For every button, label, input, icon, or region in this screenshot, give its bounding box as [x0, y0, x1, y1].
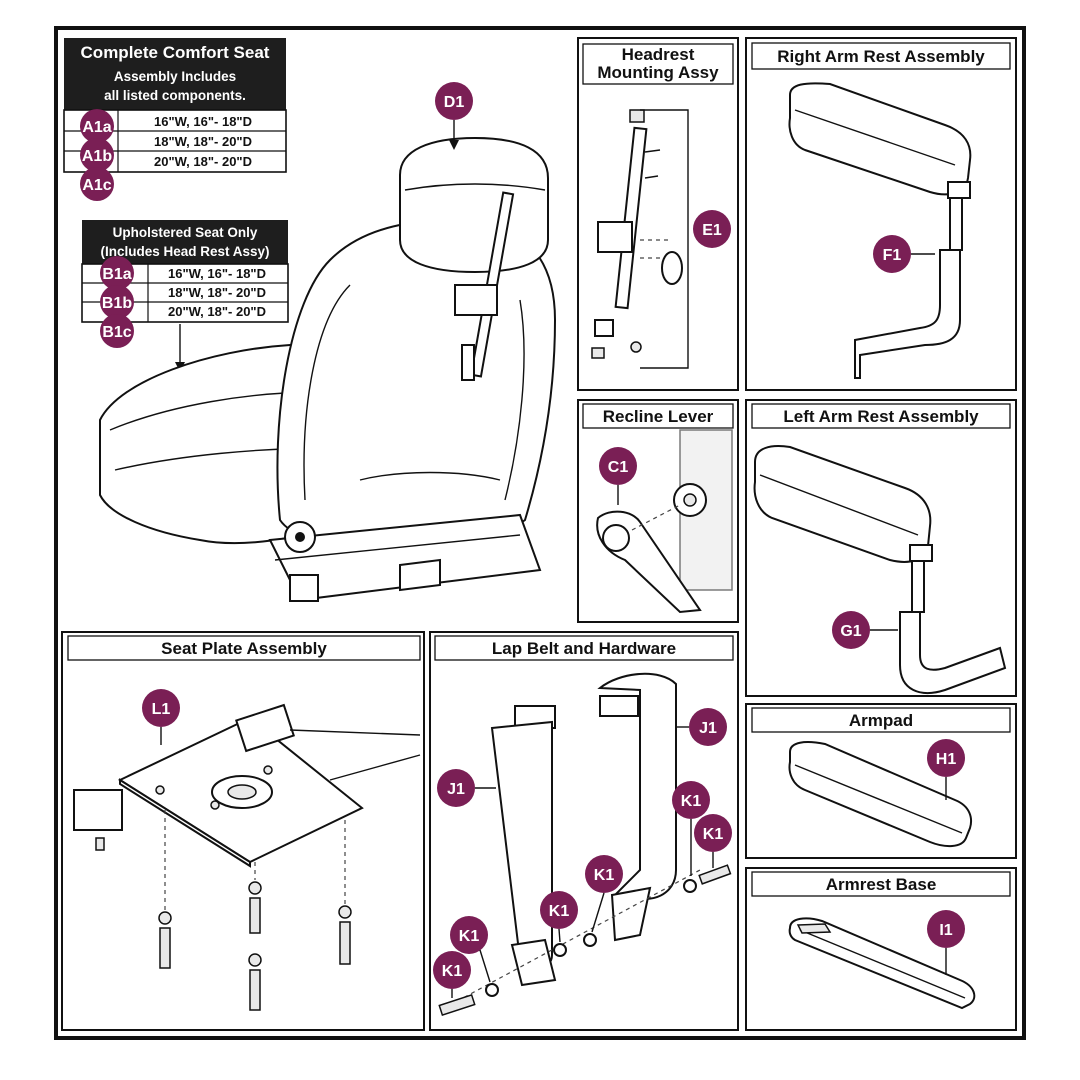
- complete-seat-size-a1b: 18"W, 18"- 20"D: [154, 134, 252, 149]
- callout-k1-4-label: K1: [549, 903, 570, 920]
- callout-k1-6: K1: [433, 951, 471, 998]
- seat-plate-title: Seat Plate Assembly: [161, 639, 327, 658]
- complete-seat-size-a1c: 20"W, 18"- 20"D: [154, 154, 252, 169]
- callout-l1: L1: [142, 689, 180, 745]
- callout-g1-label: G1: [840, 623, 861, 640]
- callout-h1: H1: [927, 739, 965, 800]
- panel-lap-belt: Lap Belt and Hardware: [429, 631, 739, 1031]
- complete-seat-subtitle-1: Assembly Includes: [114, 69, 236, 84]
- callout-d1: D1: [435, 82, 473, 150]
- upholstered-seat-title-1: Upholstered Seat Only: [113, 225, 258, 240]
- seat-illustration: [99, 136, 557, 602]
- callout-i1: I1: [927, 910, 965, 975]
- upholstered-seat-title-2: (Includes Head Rest Assy): [100, 244, 269, 259]
- callout-c1-label: C1: [608, 459, 629, 476]
- panel-armpad: Armpad: [745, 703, 1017, 859]
- callout-a1b-label: A1b: [82, 148, 112, 165]
- callout-l1-label: L1: [152, 701, 171, 718]
- callout-j1-right-label: J1: [699, 720, 717, 737]
- callout-f1: F1: [873, 235, 935, 273]
- callout-e1-label: E1: [702, 222, 722, 239]
- outer-frame: [54, 26, 1026, 1040]
- callout-a1b: A1b: [80, 138, 114, 172]
- callout-h1-label: H1: [936, 751, 957, 768]
- armrest-base-title: Armrest Base: [826, 875, 937, 894]
- armpad-title: Armpad: [849, 711, 913, 730]
- recline-title: Recline Lever: [603, 407, 714, 426]
- panel-recline-lever: Recline Lever: [577, 399, 739, 623]
- left-arm-title: Left Arm Rest Assembly: [783, 407, 979, 426]
- callout-k1-4: K1: [540, 891, 578, 943]
- callout-a1a-label: A1a: [82, 119, 111, 136]
- callout-k1-2: K1: [694, 814, 732, 868]
- upholstered-size-b1a: 16"W, 16"- 18"D: [168, 266, 266, 281]
- callout-k1-1-label: K1: [681, 793, 702, 810]
- callout-b1a-label: B1a: [102, 266, 131, 283]
- panel-armrest-base: Armrest Base: [745, 867, 1017, 1031]
- callout-b1a: B1a: [100, 256, 134, 290]
- complete-seat-size-a1a: 16"W, 16"- 18"D: [154, 114, 252, 129]
- upholstered-size-b1c: 20"W, 18"- 20"D: [168, 304, 266, 319]
- callout-b1c: B1c: [100, 314, 134, 348]
- panel-left-arm-rest: Left Arm Rest Assembly: [745, 399, 1017, 697]
- callout-k1-6-label: K1: [442, 963, 463, 980]
- callout-j1-right: J1: [676, 708, 727, 746]
- callout-a1c-label: A1c: [82, 177, 111, 194]
- lap-belt-title: Lap Belt and Hardware: [492, 639, 676, 658]
- callout-e1: E1: [693, 210, 731, 248]
- callout-k1-1: K1: [672, 781, 710, 876]
- upholstered-size-b1b: 18"W, 18"- 20"D: [168, 285, 266, 300]
- complete-seat-table: Complete Comfort Seat Assembly Includes …: [63, 38, 287, 201]
- callout-f1-label: F1: [883, 247, 902, 264]
- callout-k1-3-label: K1: [594, 867, 615, 884]
- callout-j1-left: J1: [437, 769, 496, 807]
- callout-b1b: B1b: [100, 285, 134, 319]
- callout-d1-label: D1: [444, 94, 465, 111]
- callout-b1c-label: B1c: [102, 324, 131, 341]
- panel-headrest-mounting: Headrest Mounting Assy: [577, 37, 739, 391]
- callout-a1c: A1c: [80, 167, 114, 201]
- upholstered-seat-table: Upholstered Seat Only (Includes Head Res…: [81, 220, 289, 372]
- callout-i1-label: I1: [939, 922, 952, 939]
- complete-seat-subtitle-2: all listed components.: [104, 88, 246, 103]
- complete-seat-title: Complete Comfort Seat: [81, 43, 270, 62]
- panel-right-arm-rest: Right Arm Rest Assembly: [745, 37, 1017, 391]
- callout-k1-2-label: K1: [703, 826, 724, 843]
- callout-j1-left-label: J1: [447, 781, 465, 798]
- callout-k1-5-label: K1: [459, 928, 480, 945]
- callout-b1b-label: B1b: [102, 295, 132, 312]
- callout-g1: G1: [832, 611, 898, 649]
- headrest-title-2: Mounting Assy: [597, 63, 719, 82]
- headrest-title-1: Headrest: [622, 45, 695, 64]
- callout-a1a: A1a: [80, 109, 114, 143]
- panel-seat-plate: Seat Plate Assembly: [61, 631, 425, 1031]
- right-arm-title: Right Arm Rest Assembly: [777, 47, 985, 66]
- callout-k1-3: K1: [585, 855, 623, 933]
- callout-k1-5: K1: [450, 916, 491, 983]
- callout-c1: C1: [599, 447, 637, 505]
